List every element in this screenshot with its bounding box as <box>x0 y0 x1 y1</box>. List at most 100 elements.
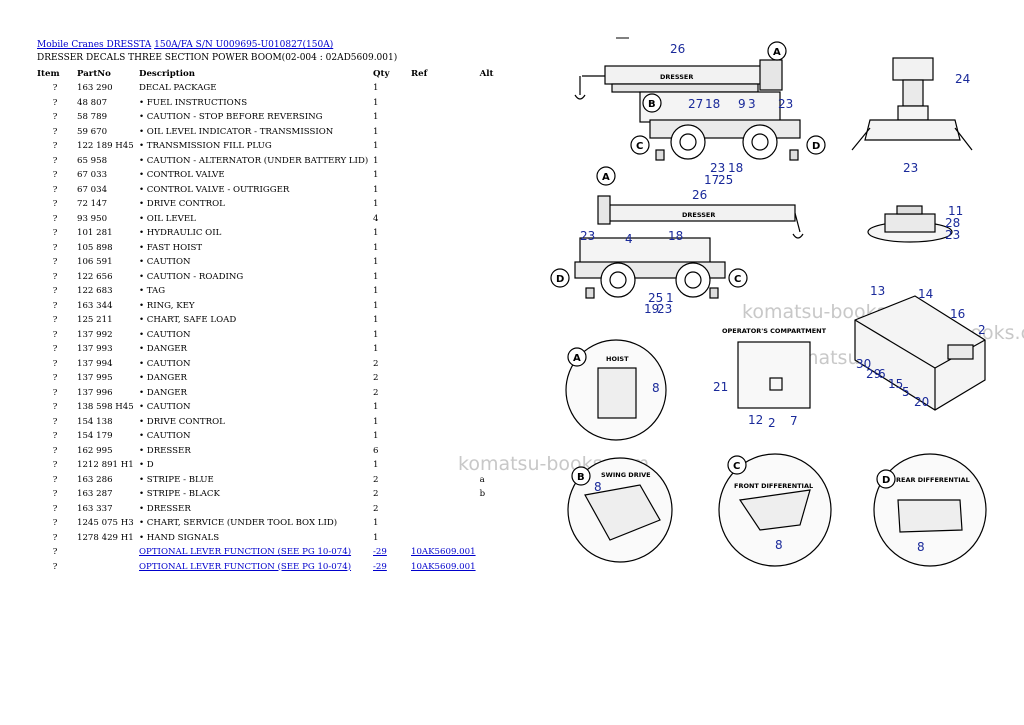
cell-qty: 4 <box>373 213 379 224</box>
svg-text:8: 8 <box>775 538 783 552</box>
cell-ref <box>409 516 478 531</box>
svg-text:23: 23 <box>778 97 793 111</box>
cell-partno: 65 958 <box>77 155 108 166</box>
cell-ref <box>409 255 478 270</box>
cell-description: • TAG <box>139 286 166 296</box>
cell-partno: 137 995 <box>77 373 113 383</box>
callout-a <box>767 41 787 61</box>
svg-text:B: B <box>648 99 656 110</box>
callout-b <box>571 466 591 486</box>
cell-description: • CAUTION <box>139 402 191 412</box>
cell-item: ? <box>52 474 58 485</box>
cell-ref <box>409 168 478 183</box>
ref-link[interactable]: 10AK5609.001 <box>411 547 476 557</box>
svg-text:11: 11 <box>948 204 963 218</box>
svg-text:A: A <box>602 172 610 183</box>
cell-qty: 2 <box>373 503 379 514</box>
cell-item: ? <box>52 97 58 108</box>
page-subtitle: DRESSER DECALS THREE SECTION POWER BOOM(… <box>37 53 398 63</box>
cell-item: ? <box>52 503 58 514</box>
view-title-front: FRONT DIFFERENTIAL <box>734 482 813 490</box>
cell-partno: 163 287 <box>77 489 113 499</box>
svg-text:18: 18 <box>728 161 743 175</box>
cell-description: • CAUTION <box>139 257 191 267</box>
cell-ref <box>409 226 478 241</box>
cell-qty: 1 <box>373 112 379 122</box>
cell-ref <box>409 342 478 357</box>
cell-item: ? <box>52 431 58 441</box>
svg-text:24: 24 <box>955 72 970 86</box>
cell-ref <box>409 96 478 111</box>
svg-text:6: 6 <box>878 367 886 381</box>
parts-diagram: A B C D A D C A B C D HOIST OPERATOR'S C… <box>550 37 987 567</box>
cell-qty: 1 <box>373 242 379 253</box>
crane-side-view-bottom <box>574 195 804 299</box>
cell-item: ? <box>52 547 58 557</box>
svg-text:23: 23 <box>903 161 918 175</box>
cell-description: • CAUTION - ROADING <box>139 271 244 282</box>
callout-a <box>567 347 587 367</box>
cell-partno: 137 994 <box>77 358 113 369</box>
svg-text:4: 4 <box>625 232 633 246</box>
col-description-header: Description <box>139 68 196 79</box>
page-link[interactable]: -29 <box>373 547 387 557</box>
cell-qty: 1 <box>373 431 379 441</box>
cell-description: • OIL LEVEL INDICATOR - TRANSMISSION <box>139 126 334 137</box>
page-link[interactable]: -29 <box>373 561 387 572</box>
cell-description: • HYDRAULIC OIL <box>139 228 222 238</box>
optional-lever-link[interactable]: OPTIONAL LEVER FUNCTION (SEE PG 10-074) <box>139 547 352 557</box>
optional-lever-link[interactable]: OPTIONAL LEVER FUNCTION (SEE PG 10-074) <box>139 561 352 572</box>
cell-description: • CONTROL VALVE - OUTRIGGER <box>139 184 290 195</box>
cell-description: • CAUTION <box>139 358 191 369</box>
table-row-link: ?OPTIONAL LEVER FUNCTION (SEE PG 10-074)… <box>35 560 562 575</box>
cell-ref <box>409 386 478 401</box>
svg-text:2: 2 <box>768 416 776 430</box>
svg-text:8: 8 <box>652 381 660 395</box>
cell-item: ? <box>52 286 58 296</box>
cell-description: • TRANSMISSION FILL PLUG <box>139 141 272 151</box>
cell-qty: 2 <box>373 358 379 369</box>
cell-partno: 154 138 <box>77 416 113 427</box>
cell-qty: 1 <box>373 257 379 267</box>
cell-ref <box>409 415 478 430</box>
table-row-link: ? OPTIONAL LEVER FUNCTION (SEE PG 10-074)… <box>35 545 562 560</box>
breadcrumb-link-model[interactable]: Mobile Cranes DRESSTA <box>37 40 152 50</box>
cell-description: • FUEL INSTRUCTIONS <box>139 97 248 108</box>
cell-ref <box>409 139 478 154</box>
svg-text:C: C <box>734 274 741 285</box>
cell-description: • CAUTION - ALTERNATOR (UNDER BATTERY LI… <box>139 155 369 166</box>
svg-text:3: 3 <box>748 97 756 111</box>
svg-text:D: D <box>556 274 564 285</box>
cell-partno: 163 344 <box>77 300 113 311</box>
cell-item: ? <box>52 460 58 470</box>
cell-qty: 1 <box>373 329 379 340</box>
cell-qty: 1 <box>373 532 379 543</box>
cell-item: ? <box>52 329 58 340</box>
decal-box <box>769 377 783 391</box>
svg-text:1: 1 <box>666 291 674 305</box>
cell-item: ? <box>52 199 58 209</box>
callout-d <box>550 268 570 288</box>
cell-item: ? <box>52 358 58 369</box>
svg-text:19: 19 <box>644 302 659 316</box>
cell-partno: 137 996 <box>77 387 113 398</box>
cell-qty: 1 <box>373 518 379 528</box>
cell-qty: 1 <box>373 315 379 325</box>
ref-link[interactable]: 10AK5609.001 <box>411 561 476 572</box>
breadcrumb-link-serial[interactable]: 150A/FA S/N U009695-U010827(150A) <box>154 40 334 50</box>
cell-description: • RING, KEY <box>139 300 195 311</box>
callout-c <box>727 455 747 475</box>
cell-partno: 137 993 <box>77 344 113 354</box>
svg-text:26: 26 <box>670 42 685 56</box>
col-item-header: Item <box>37 68 60 79</box>
svg-text:18: 18 <box>668 229 683 243</box>
